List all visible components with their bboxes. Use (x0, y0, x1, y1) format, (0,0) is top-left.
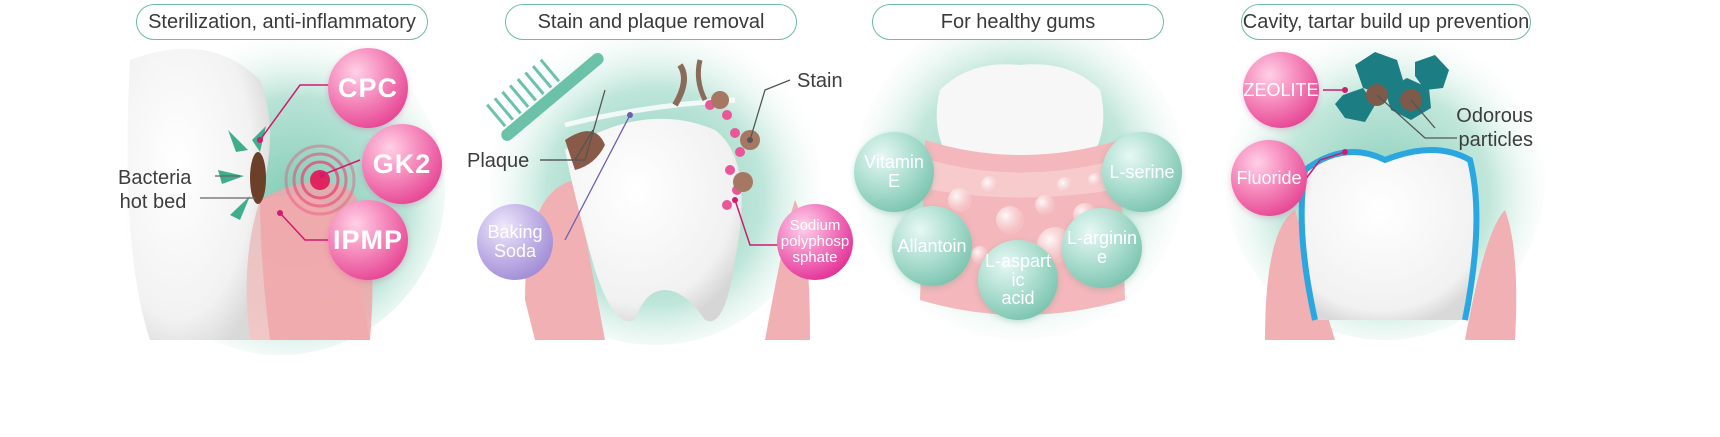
panel-title: Cavity, tartar build up prevention (1241, 4, 1531, 40)
panel-title: For healthy gums (872, 4, 1164, 40)
panel-cavity-prevention: Cavity, tartar build up prevention ZEOLI… (1225, 0, 1545, 360)
arginine-line2: e (1096, 247, 1107, 267)
panel-title: Stain and plaque removal (505, 4, 797, 40)
odorous-line2: particles (1458, 129, 1533, 151)
panel-stain-removal: Stain and plaque removal Plaque Stain Ba… (465, 0, 860, 360)
panel-sterilization: Sterilization, anti-inflammatory Bacteri… (110, 0, 490, 360)
baking-soda-line1: Baking (487, 222, 543, 243)
zeolite-ingredient: ZEOLITE (1243, 52, 1319, 128)
aspartic-line2: ic (1011, 269, 1025, 290)
baking-soda-ingredient: Baking Soda (477, 204, 553, 280)
panel-title: Sterilization, anti-inflammatory (136, 4, 428, 40)
sodium-line1: Sodium (789, 217, 841, 235)
cpc-ingredient: CPC (328, 48, 408, 128)
bacteria-label-line1: Bacteria (118, 167, 192, 189)
odorous-line1: Odorous (1456, 105, 1533, 127)
ipmp-ingredient: IPMP (328, 200, 408, 280)
l-arginine-ingredient: L-arginin e (1062, 208, 1142, 288)
sodium-line2: polyphosp (780, 233, 850, 251)
sodium-line3: sphate (792, 248, 838, 266)
sodium-polyphosphate-ingredient: Sodium polyphosp sphate (777, 204, 853, 280)
odorous-particles-label: Odorous particles (1453, 104, 1533, 152)
aspartic-line3: acid (1001, 288, 1035, 309)
l-aspartic-acid-ingredient: L-aspart ic acid (978, 240, 1058, 320)
vitamin-e-ingredient: Vitamin E (854, 132, 934, 212)
plaque-label: Plaque (467, 150, 530, 172)
fluoride-ingredient: Fluoride (1231, 140, 1307, 216)
arginine-line1: L-arginin (1066, 228, 1138, 249)
l-serine-ingredient: L-serine (1102, 132, 1182, 212)
vitamin-e-line1: Vitamin (864, 152, 924, 173)
toothbrush-illustration (486, 15, 820, 345)
baking-soda-line2: Soda (493, 241, 537, 261)
vitamin-e-line2: E (887, 171, 900, 191)
aspartic-line1: L-aspart (984, 250, 1052, 271)
panel-healthy-gums: For healthy gums Vitamin E L-serine Alla… (850, 0, 1200, 360)
gk2-ingredient: GK2 (362, 124, 442, 204)
allantoin-ingredient: Allantoin (892, 206, 972, 286)
stain-label: Stain (797, 70, 843, 92)
bacteria-label: Bacteria hot bed (118, 166, 192, 214)
bacteria-label-line2: hot bed (119, 191, 187, 213)
